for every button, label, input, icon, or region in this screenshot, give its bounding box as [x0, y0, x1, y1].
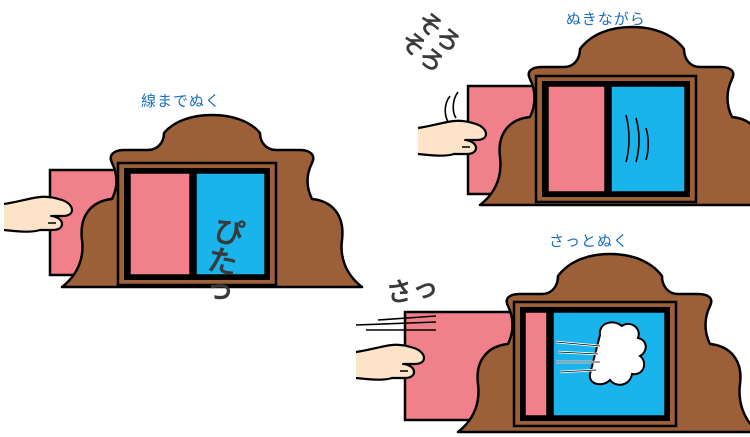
dust-cloud — [588, 321, 647, 386]
pink-pane — [129, 172, 191, 276]
caption-panel-1: 線までぬく — [141, 92, 222, 110]
panel-1 — [2, 113, 364, 289]
panel-3 — [354, 252, 750, 434]
caption-panel-2: ぬきながら — [566, 10, 646, 28]
hand-icon — [2, 195, 74, 233]
pink-pane — [524, 311, 548, 417]
pink-pane — [547, 85, 606, 193]
hand-icon — [354, 343, 426, 381]
sfx-panel-3: さっ — [384, 272, 441, 310]
panel-2 — [416, 25, 750, 207]
caption-panel-3: さっとぬく — [549, 232, 630, 250]
hand-icon — [416, 119, 488, 157]
blue-pane — [195, 172, 266, 276]
